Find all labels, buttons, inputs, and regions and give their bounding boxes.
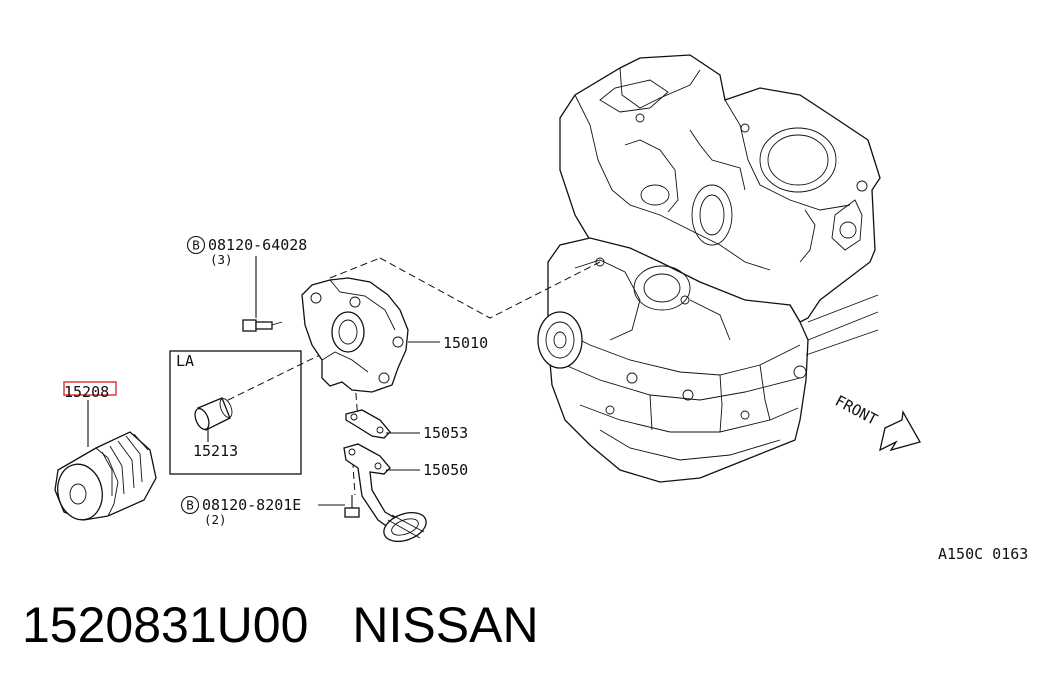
bolt-top-marker-circle — [186, 235, 206, 255]
bolt-top-marker: B — [192, 238, 200, 253]
strainer-part-number: 15050 — [423, 461, 468, 479]
caption-part-number: 1520831U00 — [22, 597, 309, 653]
oil-pump-drawing — [301, 277, 409, 393]
bolt-bottom-part-code: 08120-8201E — [202, 496, 301, 514]
bolt-bottom-drawing — [318, 495, 360, 518]
front-direction-arrow — [879, 409, 921, 452]
assembly-guide-lines — [217, 257, 601, 496]
bolt-top-quantity: (3) — [210, 252, 233, 267]
la-detail-box — [169, 350, 302, 475]
oil-filter-part-number: 15208 — [64, 383, 109, 401]
oil-strainer-drawing — [343, 443, 427, 542]
caption: 1520831U00 NISSAN — [22, 596, 539, 654]
gasket-drawing — [345, 409, 391, 439]
bolt-bottom-marker: B — [186, 498, 194, 513]
oil-filter-highlight-box — [63, 381, 117, 396]
gasket-part-number: 15053 — [423, 424, 468, 442]
engine-block-drawing — [537, 54, 881, 483]
caption-brand: NISSAN — [352, 597, 539, 653]
front-direction-label: FRONT — [832, 392, 880, 429]
bolt-bottom-marker-circle — [180, 495, 200, 515]
leader-lines — [386, 341, 440, 471]
oil-filter-drawing — [54, 400, 157, 521]
oil-pump-part-number: 15010 — [443, 334, 488, 352]
bolt-bottom-quantity: (2) — [204, 512, 227, 527]
la-box-title: LA — [176, 352, 194, 370]
bolt-top-part-code: 08120-64028 — [208, 236, 307, 254]
figure-code: A150C 0163 — [938, 545, 1028, 563]
la-part-number: 15213 — [193, 442, 238, 460]
bolt-top-drawing — [242, 256, 283, 332]
